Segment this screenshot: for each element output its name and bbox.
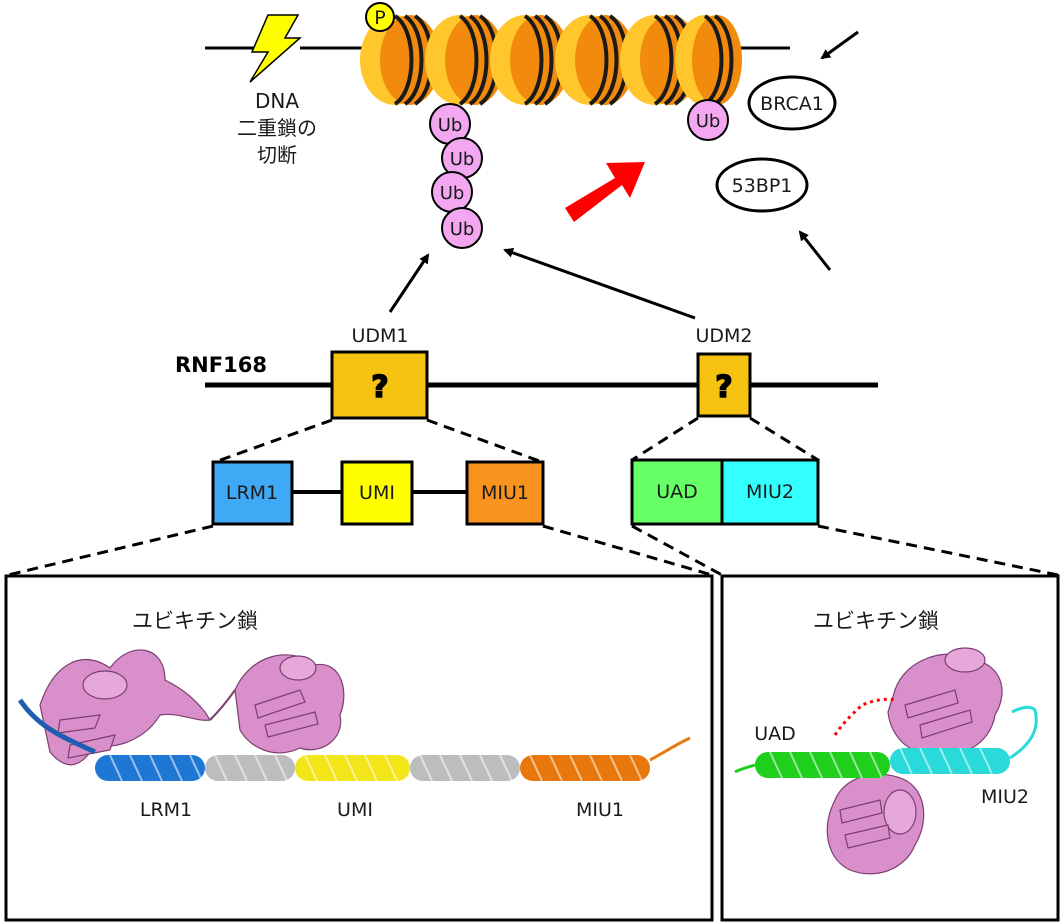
left-ubiquitin-ribbon (39, 649, 345, 766)
umi-box (340, 460, 414, 526)
brca1-oval (747, 75, 837, 131)
udm2-question: ? (715, 370, 732, 405)
left-umi-label: UMI (337, 799, 373, 821)
zoom-lines-udm (214, 416, 819, 464)
nucleosome (490, 14, 570, 106)
left-lrm1-label: LRM1 (140, 799, 192, 821)
ubiquitin-icon (441, 207, 483, 249)
ubiquitin-label: Ub (440, 183, 465, 204)
arrow-to-brca1 (820, 30, 859, 60)
ubiquitin-label: Ub (696, 111, 721, 132)
dna-break-icon (249, 14, 302, 83)
phosphate-label: P (374, 7, 385, 29)
right-uad-label: UAD (754, 723, 796, 745)
udm2-box (696, 352, 752, 418)
miu2-box (720, 458, 820, 526)
protein-name: RNF168 (175, 353, 267, 377)
umi-label: UMI (359, 482, 395, 504)
udm1-label: UDM1 (351, 325, 408, 347)
phosphate-icon (365, 2, 395, 32)
arrow-udm1 (388, 253, 430, 313)
arrow-to-53bp1 (798, 230, 832, 271)
lrm1-ribbon-coil (17, 698, 97, 755)
miu2-label: MIU2 (746, 481, 794, 503)
ubiquitin-label: Ub (438, 115, 463, 136)
udm2-label: UDM2 (695, 325, 752, 347)
uad-label: UAD (656, 481, 698, 503)
right-ubiquitin-ribbon (826, 647, 1003, 875)
ribbon-linker (209, 689, 236, 721)
left-structure-panel (4, 574, 714, 922)
right-miu2-label: MIU2 (981, 786, 1029, 808)
uad-box (630, 458, 724, 526)
ubiquitin-chain: Ub Ub Ub Ub (429, 103, 483, 249)
left-ubiquitin-chain-title: ユビキチン鎖 (132, 609, 258, 633)
nucleosome (555, 14, 635, 106)
brca1-label: BRCA1 (760, 93, 824, 115)
ubiquitin-label: Ub (450, 149, 475, 170)
bp53-oval (715, 157, 809, 213)
miu1-box (465, 460, 545, 526)
lrm1-box (211, 460, 294, 526)
dna-break-label-line3: 切断 (257, 143, 297, 167)
ubiquitin-label: Ub (450, 219, 475, 240)
nucleosome (675, 14, 742, 106)
left-helix (95, 736, 691, 782)
nucleosome (425, 14, 505, 106)
nucleosome (360, 14, 440, 106)
arrow-udm2 (503, 247, 696, 320)
right-helix (734, 705, 1038, 779)
udm1-box (330, 350, 429, 420)
zoom-lines-structure (7, 524, 1059, 577)
left-miu1-label: MIU1 (576, 799, 624, 821)
ubiquitin-icon (687, 99, 729, 141)
nucleosome-array (360, 14, 742, 106)
red-arrow-icon (565, 162, 645, 222)
dna-break-label-line2: 二重鎖の (237, 116, 317, 140)
udm1-question: ? (371, 370, 388, 405)
bp53-label: 53BP1 (732, 175, 793, 197)
dna-break-label-line1: DNA (255, 89, 299, 113)
lrm1-label: LRM1 (226, 482, 278, 504)
right-ubiquitin-chain-title: ユビキチン鎖 (813, 609, 939, 633)
disordered-linker (833, 697, 896, 736)
miu1-label: MIU1 (481, 482, 529, 504)
